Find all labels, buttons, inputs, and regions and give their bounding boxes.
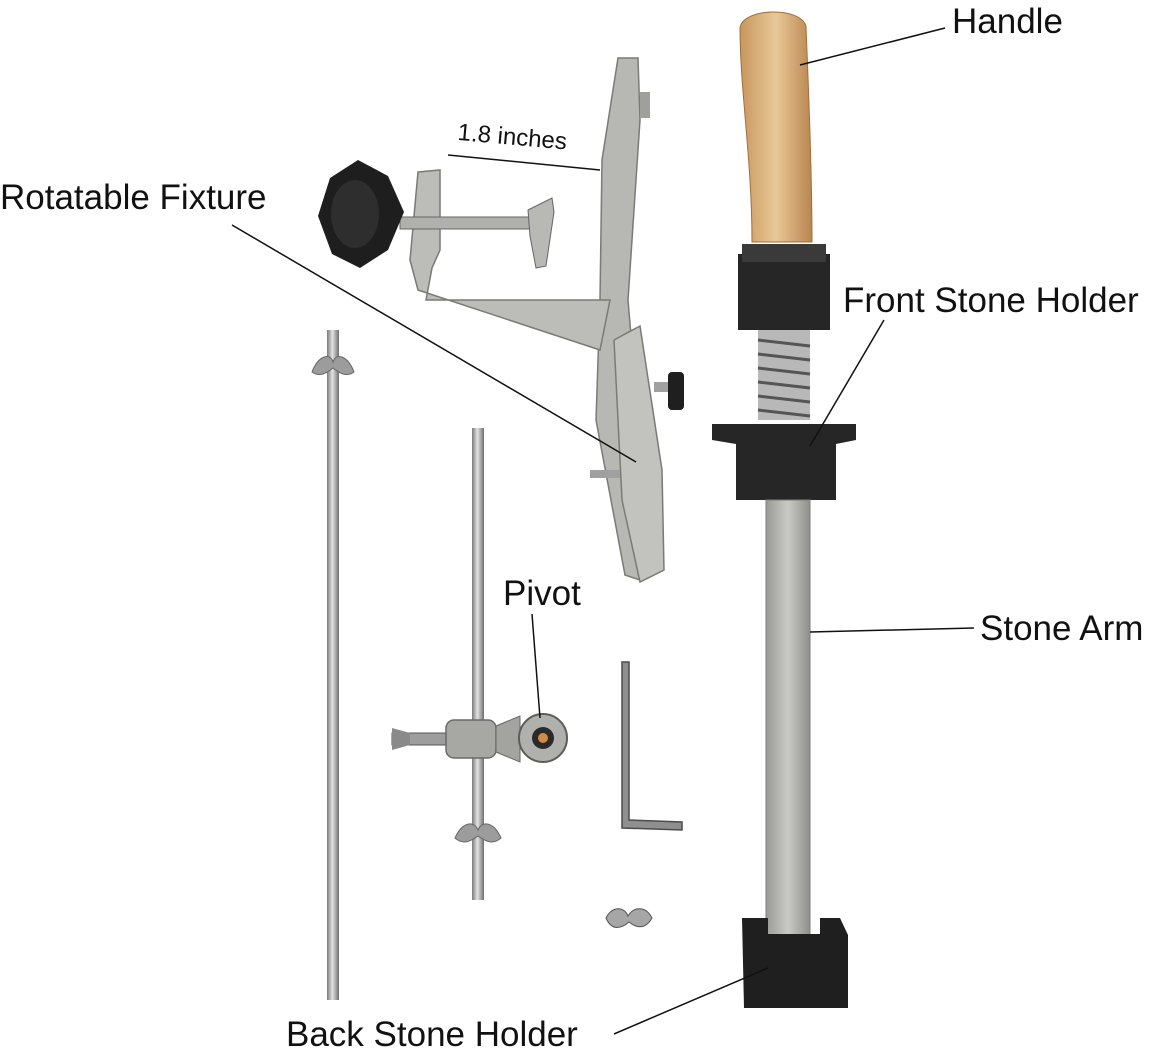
wing-nut xyxy=(605,908,653,928)
long-rod xyxy=(311,330,355,1000)
back-stone-holder-label: Back Stone Holder xyxy=(286,1015,578,1054)
back-holder-callout-line xyxy=(613,967,769,1035)
handle-callout-line xyxy=(799,27,946,66)
dimension-line xyxy=(447,154,601,171)
pivot-callout-line xyxy=(531,613,541,719)
pivot-label: Pivot xyxy=(503,574,581,613)
sharpener-arm xyxy=(712,11,856,1008)
rotatable-fixture-label: Rotatable Fixture xyxy=(0,178,267,217)
stone-arm-callout-line xyxy=(809,627,975,633)
fixture-callout-line xyxy=(231,224,637,463)
stone-arm-label: Stone Arm xyxy=(980,609,1144,648)
pivot-rod xyxy=(391,428,568,900)
hex-key xyxy=(621,661,683,831)
rotatable-fixture xyxy=(318,57,684,584)
callout-lines xyxy=(231,27,975,1035)
front-stone-holder-label: Front Stone Holder xyxy=(843,281,1139,320)
front-holder-callout-line xyxy=(809,319,885,447)
handle-label: Handle xyxy=(952,2,1063,41)
